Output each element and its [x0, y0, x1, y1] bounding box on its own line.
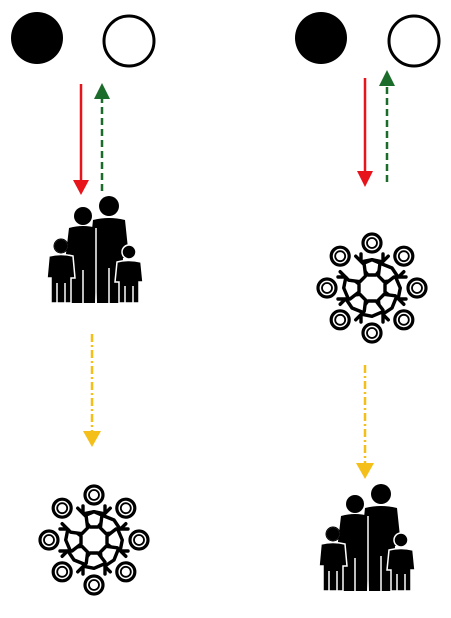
family-icon — [46, 195, 144, 304]
left-outline-circle — [102, 14, 156, 68]
people-circle-icon — [317, 233, 427, 343]
right-filled-circle — [295, 12, 347, 64]
left-filled-circle — [11, 12, 63, 64]
right-green-up-arrow — [379, 70, 395, 182]
left-red-down-arrow — [73, 84, 89, 195]
right-outline-circle — [387, 14, 441, 68]
left-yellow-down-arrow — [83, 334, 101, 447]
right-yellow-down-arrow — [356, 365, 374, 479]
family-icon — [318, 483, 416, 592]
people-circle-icon — [39, 485, 149, 595]
left-column — [11, 12, 156, 595]
right-column — [295, 12, 441, 592]
left-green-up-arrow — [94, 83, 110, 191]
right-red-down-arrow — [357, 78, 373, 187]
